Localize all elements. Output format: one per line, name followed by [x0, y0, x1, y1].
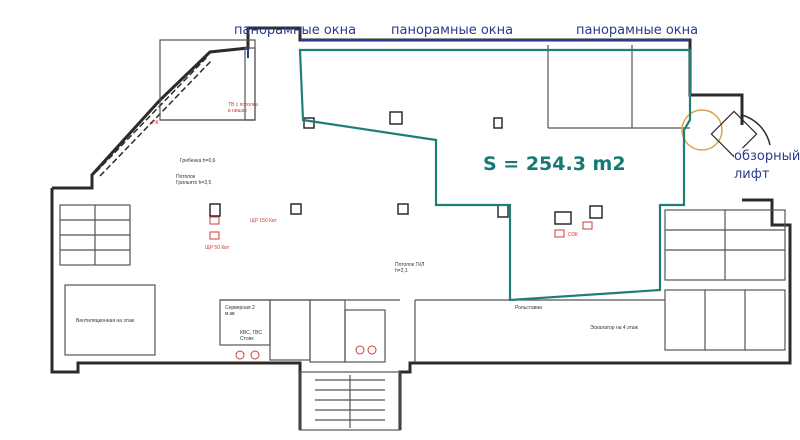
note-roll: Рольставни	[515, 305, 543, 311]
window-label-right: панорамные окна	[576, 23, 699, 38]
note-pk: ПК	[152, 120, 159, 126]
lift-label-line2: лифт	[734, 167, 770, 182]
note-server: Серверная 2 м.кв	[225, 305, 255, 317]
window-bars	[247, 39, 690, 58]
area-outline	[298, 48, 692, 302]
window-label-center: панорамные окна	[391, 23, 514, 38]
lift-label-line1: обзорный	[734, 149, 800, 164]
area-label: S = 254.3 m2	[483, 153, 626, 175]
note-comb: Гребенка h=0,6	[180, 158, 216, 164]
window-label-left: панорамные окна	[234, 23, 357, 38]
outer-walls	[50, 26, 792, 430]
note-ceiling-gkl: Потолок ГКЛ h=2,1	[395, 262, 425, 274]
note-escalator: Эскалатор на 4 этаж	[590, 325, 638, 331]
note-kvs: КВС, ГВС Стояк	[240, 330, 262, 342]
lift-shaft	[681, 109, 771, 158]
note-shr2: ЩР 50 Квт	[205, 245, 230, 251]
note-vent: Вентиляционная на этаж	[76, 318, 135, 324]
lift-label: обзорный лифт	[734, 148, 800, 184]
note-tb: ТВ с потолка в нишах	[228, 102, 258, 114]
columns	[209, 111, 603, 225]
interior-walls	[59, 39, 786, 431]
note-osk: ОЗК	[568, 232, 578, 238]
note-ceiling-grilyato: Потолок Грильято h=2,5	[176, 174, 212, 186]
note-shr1: ЩР 150 Квт	[250, 218, 277, 224]
fire-cabinets	[209, 216, 593, 360]
